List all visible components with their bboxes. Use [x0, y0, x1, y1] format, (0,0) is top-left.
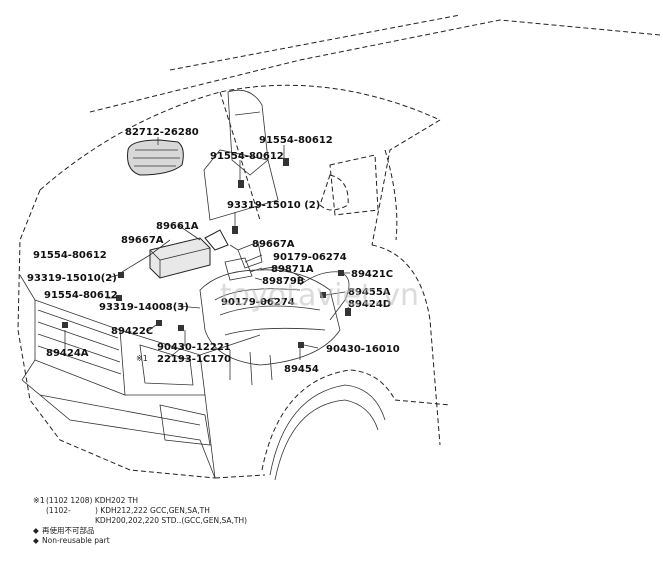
footnote-4-mark: ◆ [33, 526, 39, 535]
parts [62, 139, 351, 386]
label-89424d: 89424D [348, 299, 391, 310]
part-ecu-89661a [149, 237, 211, 279]
label-91554-80612-a: 91554-80612 [259, 135, 333, 146]
watermark: toyotaviet.vn [220, 278, 419, 313]
leader-lines [64, 137, 351, 360]
label-89871a: 89871A [271, 264, 314, 275]
label-90179-06274-b: 90179-06274 [221, 297, 295, 308]
label-91554-80612-b: 91554-80612 [210, 151, 284, 162]
label-89667a-right: 89667A [252, 239, 295, 250]
label-93319-15010-a: 93319-15010 (2) [227, 200, 320, 211]
footnote-2a: (1102- [46, 506, 71, 515]
footnote-5: Non-reusable part [42, 536, 110, 545]
label-90430-16010: 90430-16010 [326, 344, 400, 355]
label-89422c: 89422C [111, 326, 153, 337]
label-90179-06274-a: 90179-06274 [273, 252, 347, 263]
label-93319-15010-b: 93319-15010(2) [27, 273, 117, 284]
label-93319-14008: 93319-14008(3) [99, 302, 189, 313]
label-89421c: 89421C [351, 269, 393, 280]
part-labels: 82712-26280 91554-80612 91554-80612 9331… [27, 127, 400, 375]
footnotes: ※1 (1102 1208) KDH202 TH (1102- ) KDH212… [33, 496, 247, 545]
label-89454: 89454 [284, 364, 319, 375]
footnote-3: KDH200,202,220 STD..(GCC,GEN,SA,TH) [95, 516, 247, 525]
footnote-1: (1102 1208) KDH202 TH [46, 496, 138, 505]
label-82712-26280: 82712-26280 [125, 127, 199, 138]
label-89879b: 89879B [262, 276, 304, 287]
label-89455a: 89455A [348, 287, 391, 298]
part-cover-82712 [127, 139, 184, 176]
label-89661a: 89661A [156, 221, 199, 232]
label-90430-12221: 90430-12221 [157, 342, 231, 353]
label-91554-80612-c: 91554-80612 [33, 250, 107, 261]
label-89424a: 89424A [46, 348, 89, 359]
footnote-2b: ) KDH212,222 GCC,GEN,SA,TH [95, 506, 210, 515]
label-22193-1c170: 22193-1C170 [157, 354, 231, 365]
footnote-5-mark: ◆ [33, 536, 39, 545]
label-91554-80612-d: 91554-80612 [44, 290, 118, 301]
footnote-4: 再使用不可部品 [42, 525, 95, 535]
vehicle-outline [17, 14, 661, 481]
footnote-1-star: ※1 [33, 496, 45, 505]
label-89667a-left: 89667A [121, 235, 164, 246]
label-22193-star: ※1 [136, 354, 148, 363]
